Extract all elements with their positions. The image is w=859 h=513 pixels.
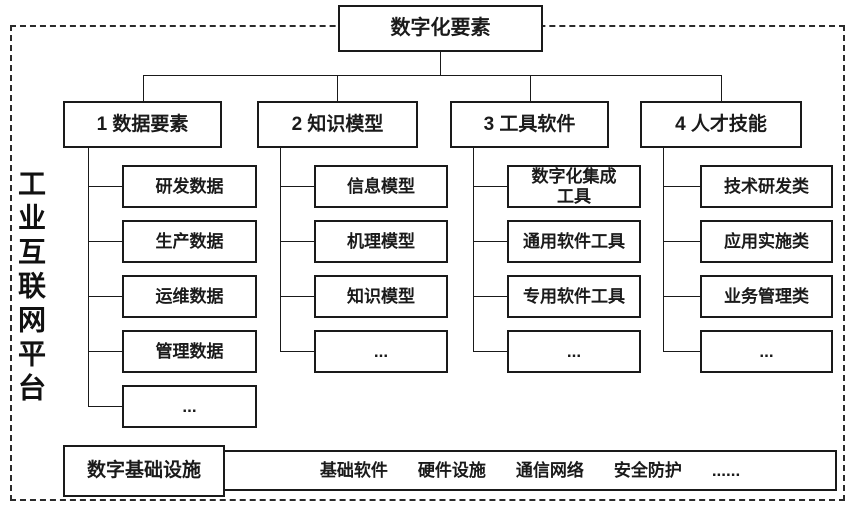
column-2-child-2: 知识模型 — [314, 275, 448, 318]
column-4-header: 4 人才技能 — [640, 101, 802, 148]
connector-spine-col4 — [663, 148, 664, 351]
column-3-child-1: 通用软件工具 — [507, 220, 641, 263]
connector-drop-col1 — [143, 75, 144, 101]
column-4-child-2: 业务管理类 — [700, 275, 833, 318]
column-3-child-0: 数字化集成工具 — [507, 165, 641, 208]
connector-spine-col1 — [88, 148, 89, 406]
root-node: 数字化要素 — [338, 5, 543, 52]
dashed-border-frame — [10, 25, 845, 501]
infrastructure-item: 基础软件 — [319, 460, 388, 480]
connector-stub — [280, 296, 314, 297]
column-2-child-0: 信息模型 — [314, 165, 448, 208]
connector-root-stem — [440, 52, 441, 75]
infrastructure-item: 硬件设施 — [417, 460, 486, 480]
column-3-child-3: ... — [507, 330, 641, 373]
connector-top-rail — [143, 75, 722, 76]
connector-drop-col2 — [337, 75, 338, 101]
connector-drop-col4 — [721, 75, 722, 101]
column-3-child-0-label: 数字化集成工具 — [531, 166, 617, 206]
connector-stub — [280, 241, 314, 242]
connector-stub — [663, 351, 700, 352]
column-4-child-1: 应用实施类 — [700, 220, 833, 263]
connector-stub — [473, 186, 507, 187]
infrastructure-label: 数字基础设施 — [63, 445, 225, 497]
column-4-child-0: 技术研发类 — [700, 165, 833, 208]
platform-vertical-label: 工业互联网平台 — [15, 169, 46, 407]
connector-stub — [280, 186, 314, 187]
connector-stub — [663, 241, 700, 242]
connector-stub — [280, 351, 314, 352]
infrastructure-items: 基础软件 硬件设施 通信网络 安全防护 ...... — [225, 461, 835, 481]
connector-stub — [88, 351, 122, 352]
connector-spine-col3 — [473, 148, 474, 351]
column-3-child-2: 专用软件工具 — [507, 275, 641, 318]
column-2-header: 2 知识模型 — [257, 101, 418, 148]
infrastructure-item: ...... — [711, 460, 741, 480]
column-1-child-0: 研发数据 — [122, 165, 257, 208]
connector-stub — [473, 241, 507, 242]
column-1-header: 1 数据要素 — [63, 101, 222, 148]
column-3-header: 3 工具软件 — [450, 101, 609, 148]
connector-stub — [473, 351, 507, 352]
column-2-child-3: ... — [314, 330, 448, 373]
column-1-child-3: 管理数据 — [122, 330, 257, 373]
connector-stub — [663, 296, 700, 297]
infrastructure-item: 通信网络 — [515, 460, 584, 480]
infrastructure-item: 安全防护 — [613, 460, 682, 480]
connector-stub — [88, 241, 122, 242]
column-2-child-1: 机理模型 — [314, 220, 448, 263]
column-4-child-3: ... — [700, 330, 833, 373]
column-1-child-2: 运维数据 — [122, 275, 257, 318]
connector-stub — [88, 296, 122, 297]
connector-stub — [88, 406, 122, 407]
connector-stub — [88, 186, 122, 187]
connector-stub — [473, 296, 507, 297]
connector-drop-col3 — [530, 75, 531, 101]
column-1-child-1: 生产数据 — [122, 220, 257, 263]
connector-spine-col2 — [280, 148, 281, 351]
connector-stub — [663, 186, 700, 187]
infrastructure-bar: 基础软件 硬件设施 通信网络 安全防护 ...... — [223, 450, 837, 491]
column-1-child-4: ... — [122, 385, 257, 428]
